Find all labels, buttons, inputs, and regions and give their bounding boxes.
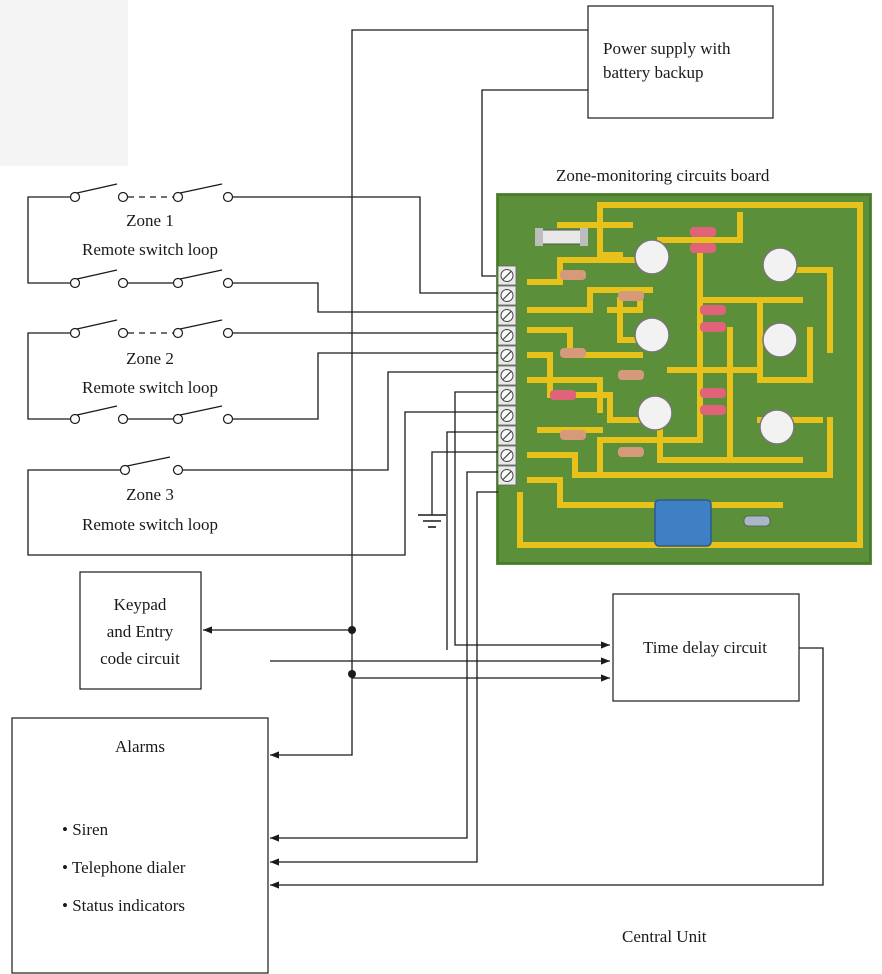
zone-3-subtitle: Remote switch loop: [82, 515, 218, 534]
time-delay-box: Time delay circuit: [613, 594, 799, 701]
keypad-label-line1: Keypad: [114, 595, 167, 614]
zone-1-loop: Zone 1 Remote switch loop: [28, 184, 498, 312]
terminal-screw: [498, 266, 516, 285]
relay: [655, 500, 711, 546]
terminal-screw: [498, 466, 516, 485]
zone-2-title: Zone 2: [126, 349, 174, 368]
switch-pair: [71, 320, 233, 338]
alarm-item-telephone-dialer: • Telephone dialer: [62, 858, 186, 877]
terminal-screw: [498, 386, 516, 405]
zone-monitoring-board: [496, 193, 872, 565]
terminal-screw: [498, 326, 516, 345]
alarm-item-siren: • Siren: [62, 820, 109, 839]
terminal-screw: [498, 286, 516, 305]
switch-pair: [71, 270, 233, 288]
keypad-label-line2: and Entry: [107, 622, 174, 641]
terminal-screw: [498, 426, 516, 445]
scan-shading: [0, 0, 128, 166]
switch-pair: [71, 184, 233, 202]
terminal-screw: [498, 446, 516, 465]
keypad-wires: [203, 626, 610, 678]
zone-1-title: Zone 1: [126, 211, 174, 230]
power-supply-label-line1: Power supply with: [603, 39, 731, 58]
terminal-screw: [498, 346, 516, 365]
terminal-block: [498, 266, 516, 485]
time-delay-label: Time delay circuit: [643, 638, 767, 657]
fuse: [535, 228, 588, 246]
zone-3-title: Zone 3: [126, 485, 174, 504]
alarms-title: Alarms: [115, 737, 165, 756]
switch-pair: [71, 406, 233, 424]
zone-3-loop: Zone 3 Remote switch loop: [28, 372, 498, 555]
board-title: Zone-monitoring circuits board: [556, 166, 770, 185]
zone-1-subtitle: Remote switch loop: [82, 240, 218, 259]
alarm-item-status-indicators: • Status indicators: [62, 896, 185, 915]
diode: [744, 516, 770, 526]
central-unit-label: Central Unit: [622, 927, 707, 946]
terminal-screw: [498, 406, 516, 425]
ground-symbol: [418, 452, 498, 527]
zone-2-subtitle: Remote switch loop: [82, 378, 218, 397]
alarms-box: Alarms • Siren • Telephone dialer • Stat…: [12, 718, 268, 973]
terminal-screw: [498, 366, 516, 385]
keypad-box: Keypad and Entry code circuit: [80, 572, 201, 689]
power-supply-box: Power supply with battery backup: [588, 6, 773, 118]
power-supply-label-line2: battery backup: [603, 63, 704, 82]
terminal-screw: [498, 306, 516, 325]
keypad-label-line3: code circuit: [100, 649, 180, 668]
